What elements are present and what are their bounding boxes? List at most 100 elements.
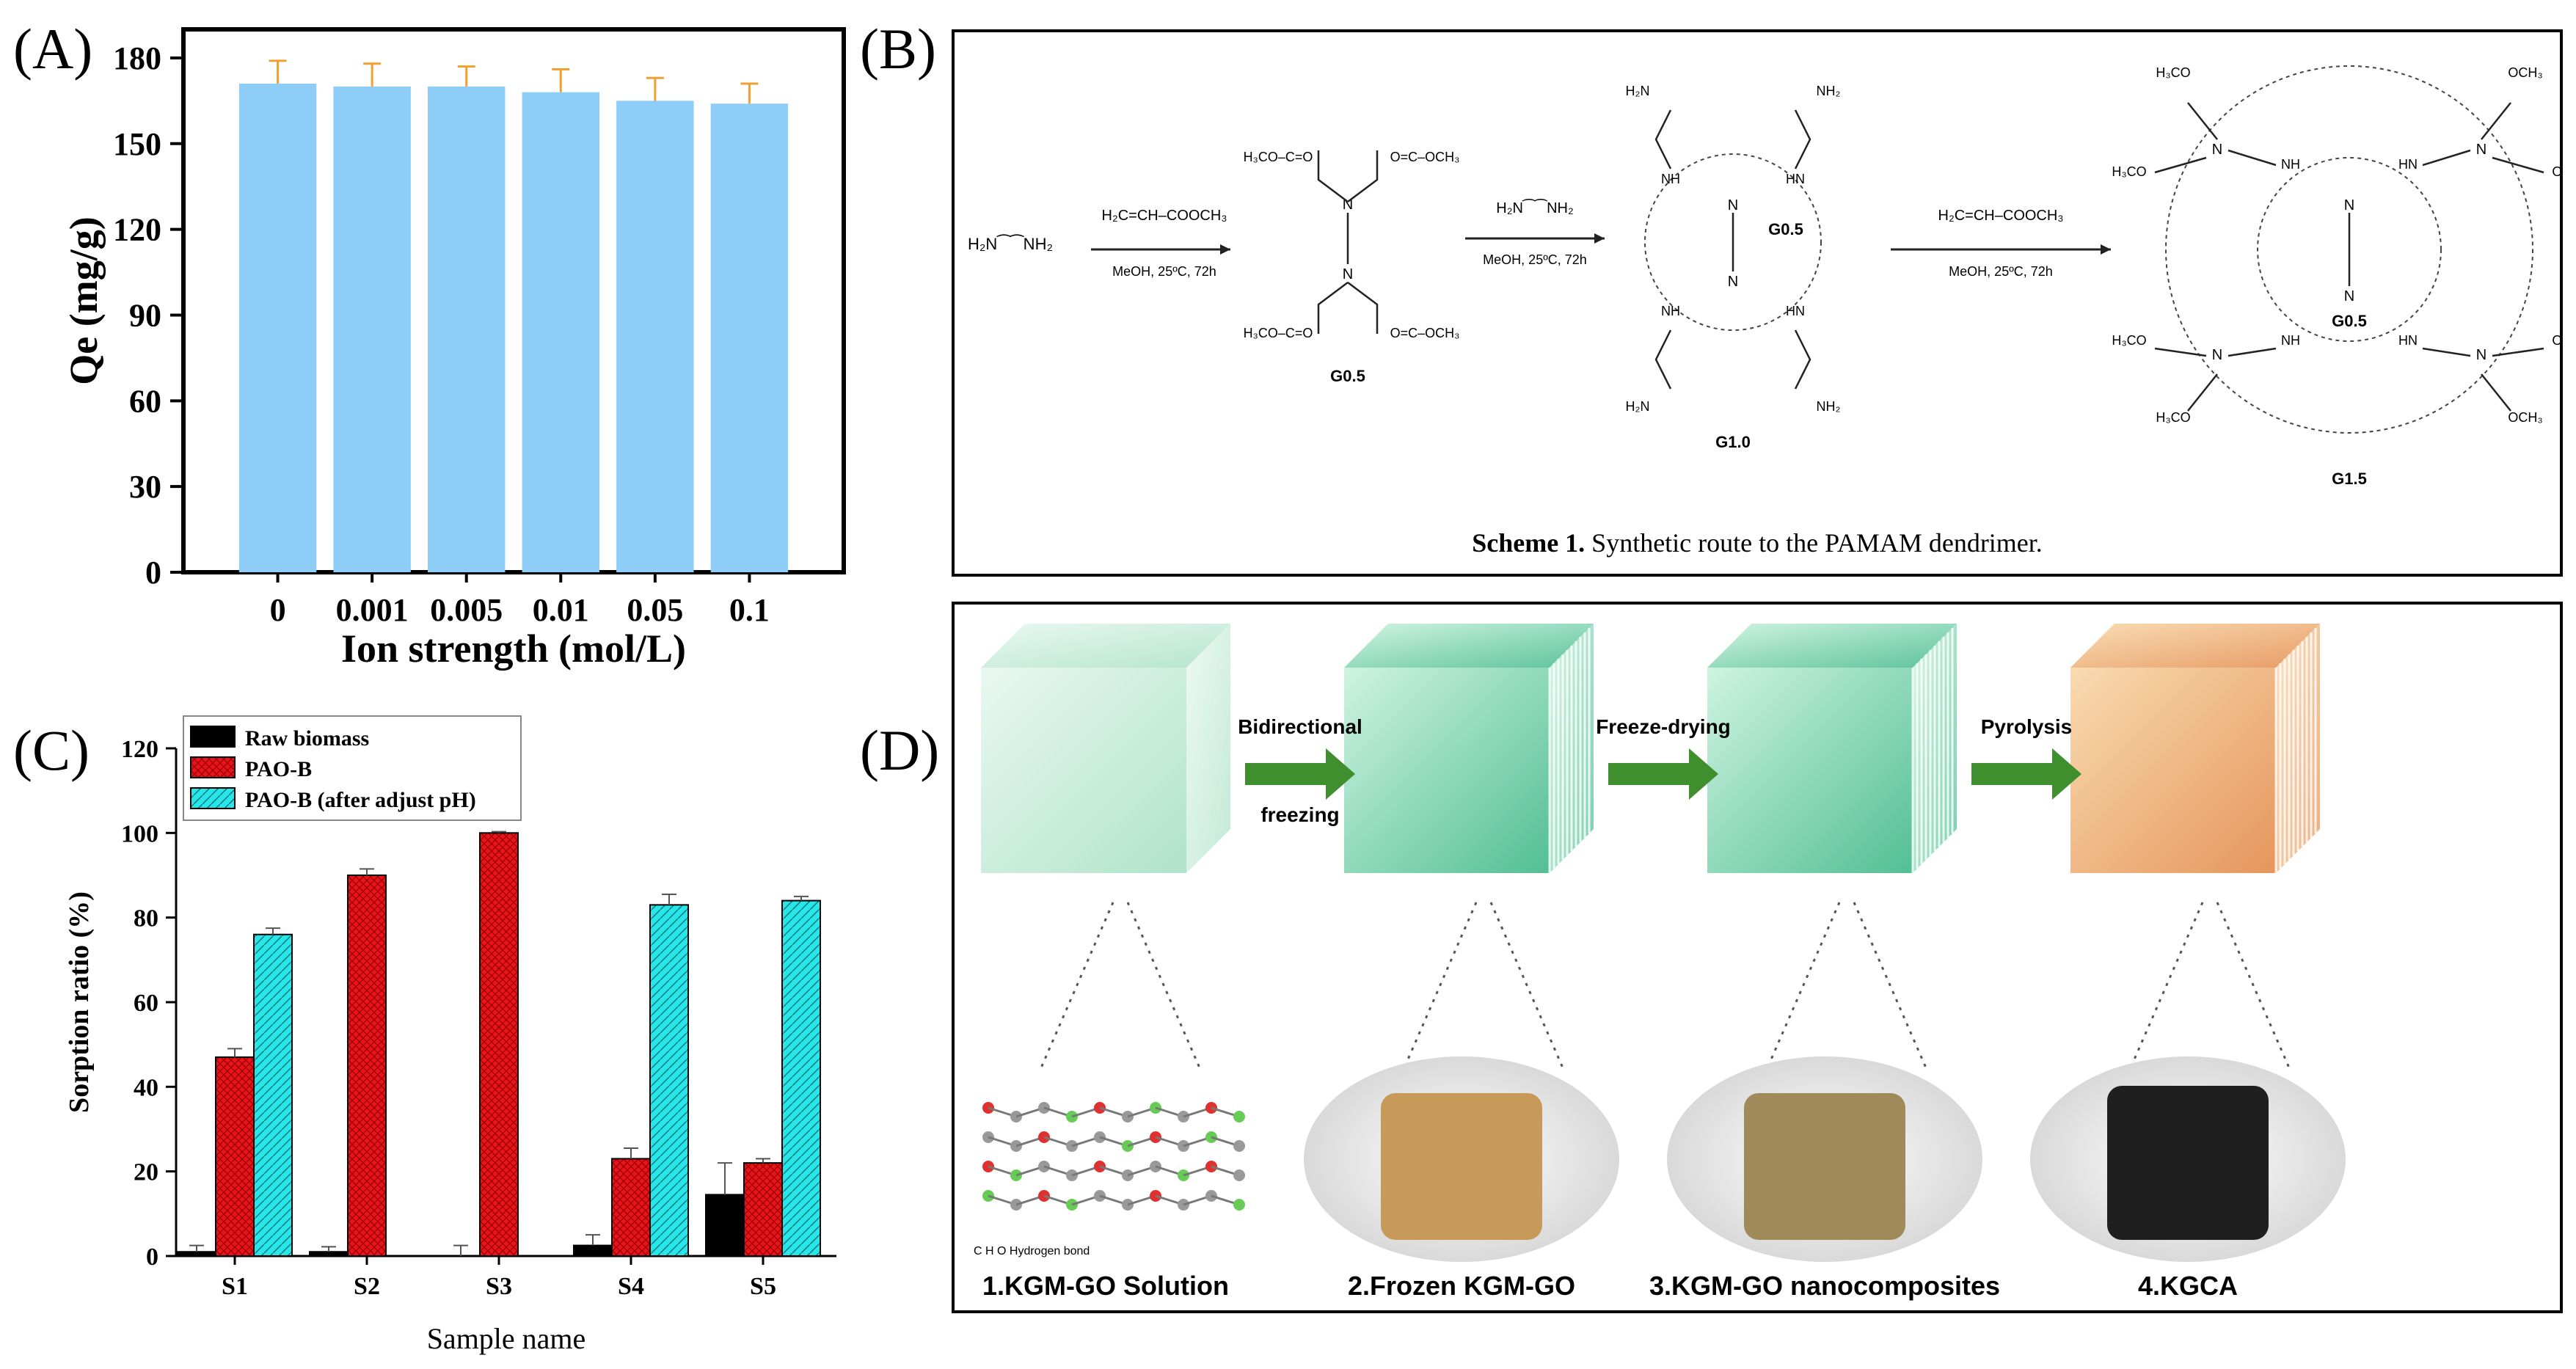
arrow-2-head xyxy=(1594,233,1605,244)
arrow1-reagent: H₂C=CH–COOCH₃ xyxy=(1102,208,1227,224)
xtick-label-a: 0 xyxy=(270,592,286,628)
n-atom: N xyxy=(1343,266,1353,282)
n-atom: N xyxy=(2212,142,2222,158)
ylabel-c: Sorption ratio (%) xyxy=(64,891,95,1113)
bond xyxy=(2154,347,2544,412)
ethylenediamine-label: H₂N⁀⁀NH₂ xyxy=(968,235,1053,253)
cube-aerogel-top xyxy=(1707,624,1957,668)
ytick-label-a: 180 xyxy=(113,40,161,76)
ytick-label-a: 0 xyxy=(145,555,161,591)
n-atom: N xyxy=(2212,347,2222,363)
nh-label: NH xyxy=(2281,157,2300,172)
bar-a xyxy=(710,103,789,572)
process-caption: 4.KGCA xyxy=(2138,1271,2238,1301)
arrow3-conditions: MeOH, 25ºC, 72h xyxy=(1949,264,2053,279)
zoom-line xyxy=(1126,902,1203,1072)
ester-label: H₃CO xyxy=(2112,333,2146,348)
g10-label: G1.0 xyxy=(1715,433,1751,451)
process-arrow-label: Pyrolysis xyxy=(1981,715,2073,738)
xtick-label-c: S5 xyxy=(750,1273,776,1300)
bar-a xyxy=(238,84,317,572)
amine-label: NH₂ xyxy=(1817,399,1841,414)
process-arrow-label: freezing xyxy=(1260,803,1339,826)
panel-label-a: (A) xyxy=(13,17,93,81)
process-box xyxy=(952,602,2563,1313)
scheme-box xyxy=(952,29,2563,577)
process-caption: 1.KGM-GO Solution xyxy=(982,1271,1229,1301)
atom xyxy=(1233,1169,1245,1181)
n-atom: N xyxy=(1728,197,1738,213)
zoom-line xyxy=(1401,902,1478,1072)
xtick-label-a: 0.1 xyxy=(729,592,770,628)
dashed-circle-g10 xyxy=(1644,153,1822,331)
ester-label: OCH₃ xyxy=(2552,333,2563,348)
process-arrow xyxy=(1245,748,1355,800)
ytick-label-c: 20 xyxy=(134,1159,158,1186)
n-atom: N xyxy=(2476,347,2486,363)
ylabel-a: Qe (mg/g) xyxy=(62,216,106,384)
g15-label: G1.5 xyxy=(2332,470,2367,488)
process-arrow xyxy=(1608,748,1718,800)
bond xyxy=(1654,329,1811,390)
ytick-label-c: 100 xyxy=(121,820,158,847)
ytick-label-c: 40 xyxy=(134,1074,158,1101)
cube-frozen-front xyxy=(1344,668,1550,873)
xtick-label-c: S1 xyxy=(222,1273,248,1300)
arrow-1-head xyxy=(1220,244,1230,255)
dashed-circle-g15-inner xyxy=(2257,157,2442,342)
photo-frozen xyxy=(1381,1093,1542,1240)
cube-kgca-front xyxy=(2070,668,2276,873)
zoom-line xyxy=(1853,902,1929,1072)
panel-label-b: (B) xyxy=(860,17,936,81)
hn-label: HN xyxy=(2398,333,2418,348)
ester-label: H₃CO xyxy=(2112,164,2146,179)
cube-kgca-top xyxy=(2070,624,2320,668)
bar-a xyxy=(333,86,411,573)
bar-c xyxy=(781,899,821,1257)
amine-label: NH₂ xyxy=(1817,84,1841,98)
n-atom: N xyxy=(2344,197,2354,213)
dashed-circle-g15-outer xyxy=(2165,65,2533,434)
bar-a xyxy=(428,86,506,573)
bond xyxy=(2227,149,2471,167)
arrow2-conditions: MeOH, 25ºC, 72h xyxy=(1483,252,1587,267)
panel-label-c: (C) xyxy=(13,718,90,782)
xtick-label-a: 0.005 xyxy=(430,592,503,628)
cube-aerogel-front xyxy=(1707,668,1913,873)
zoom-line xyxy=(1038,902,1114,1072)
ytick-label-a: 60 xyxy=(129,383,161,419)
xlabel-c: Sample name xyxy=(427,1322,586,1355)
bar-c xyxy=(253,933,293,1257)
amine-label: H₂N xyxy=(1626,84,1650,98)
photo-kgca xyxy=(2107,1086,2269,1240)
legend-swatch-c xyxy=(190,756,236,778)
zoom-line xyxy=(2216,902,2292,1072)
panel-label-d: (D) xyxy=(860,718,940,782)
hn-label: HN xyxy=(1786,304,1805,318)
process-arrow xyxy=(1971,748,2081,800)
ester-label: O=C–OCH₃ xyxy=(1390,150,1460,164)
ester-label: O=C–OCH₃ xyxy=(1390,326,1460,340)
atom xyxy=(1233,1111,1245,1122)
ester-label: H₃CO–C=O xyxy=(1244,326,1313,340)
ester-label: OCH₃ xyxy=(2508,65,2542,80)
bond xyxy=(1654,109,1811,169)
ytick-label-c: 80 xyxy=(134,905,158,932)
zoom-line xyxy=(1489,902,1566,1072)
zoom-line xyxy=(2128,902,2204,1072)
bond xyxy=(1317,282,1379,334)
plot-frame-a xyxy=(181,27,846,574)
bar-c xyxy=(215,1056,255,1257)
bar-a xyxy=(522,92,599,573)
ester-label: H₃CO xyxy=(2156,65,2190,80)
arrow2-reagent: H₂N⁀⁀NH₂ xyxy=(1496,199,1573,216)
ytick-label-a: 150 xyxy=(113,126,161,162)
zoom-line xyxy=(1765,902,1841,1072)
hn-label: HN xyxy=(1786,172,1805,186)
cube-solution-top xyxy=(981,624,1230,668)
legend-label-c: PAO-B xyxy=(245,757,312,781)
legend-label-c: Raw biomass xyxy=(245,726,369,751)
legend-swatch-c xyxy=(190,726,236,748)
